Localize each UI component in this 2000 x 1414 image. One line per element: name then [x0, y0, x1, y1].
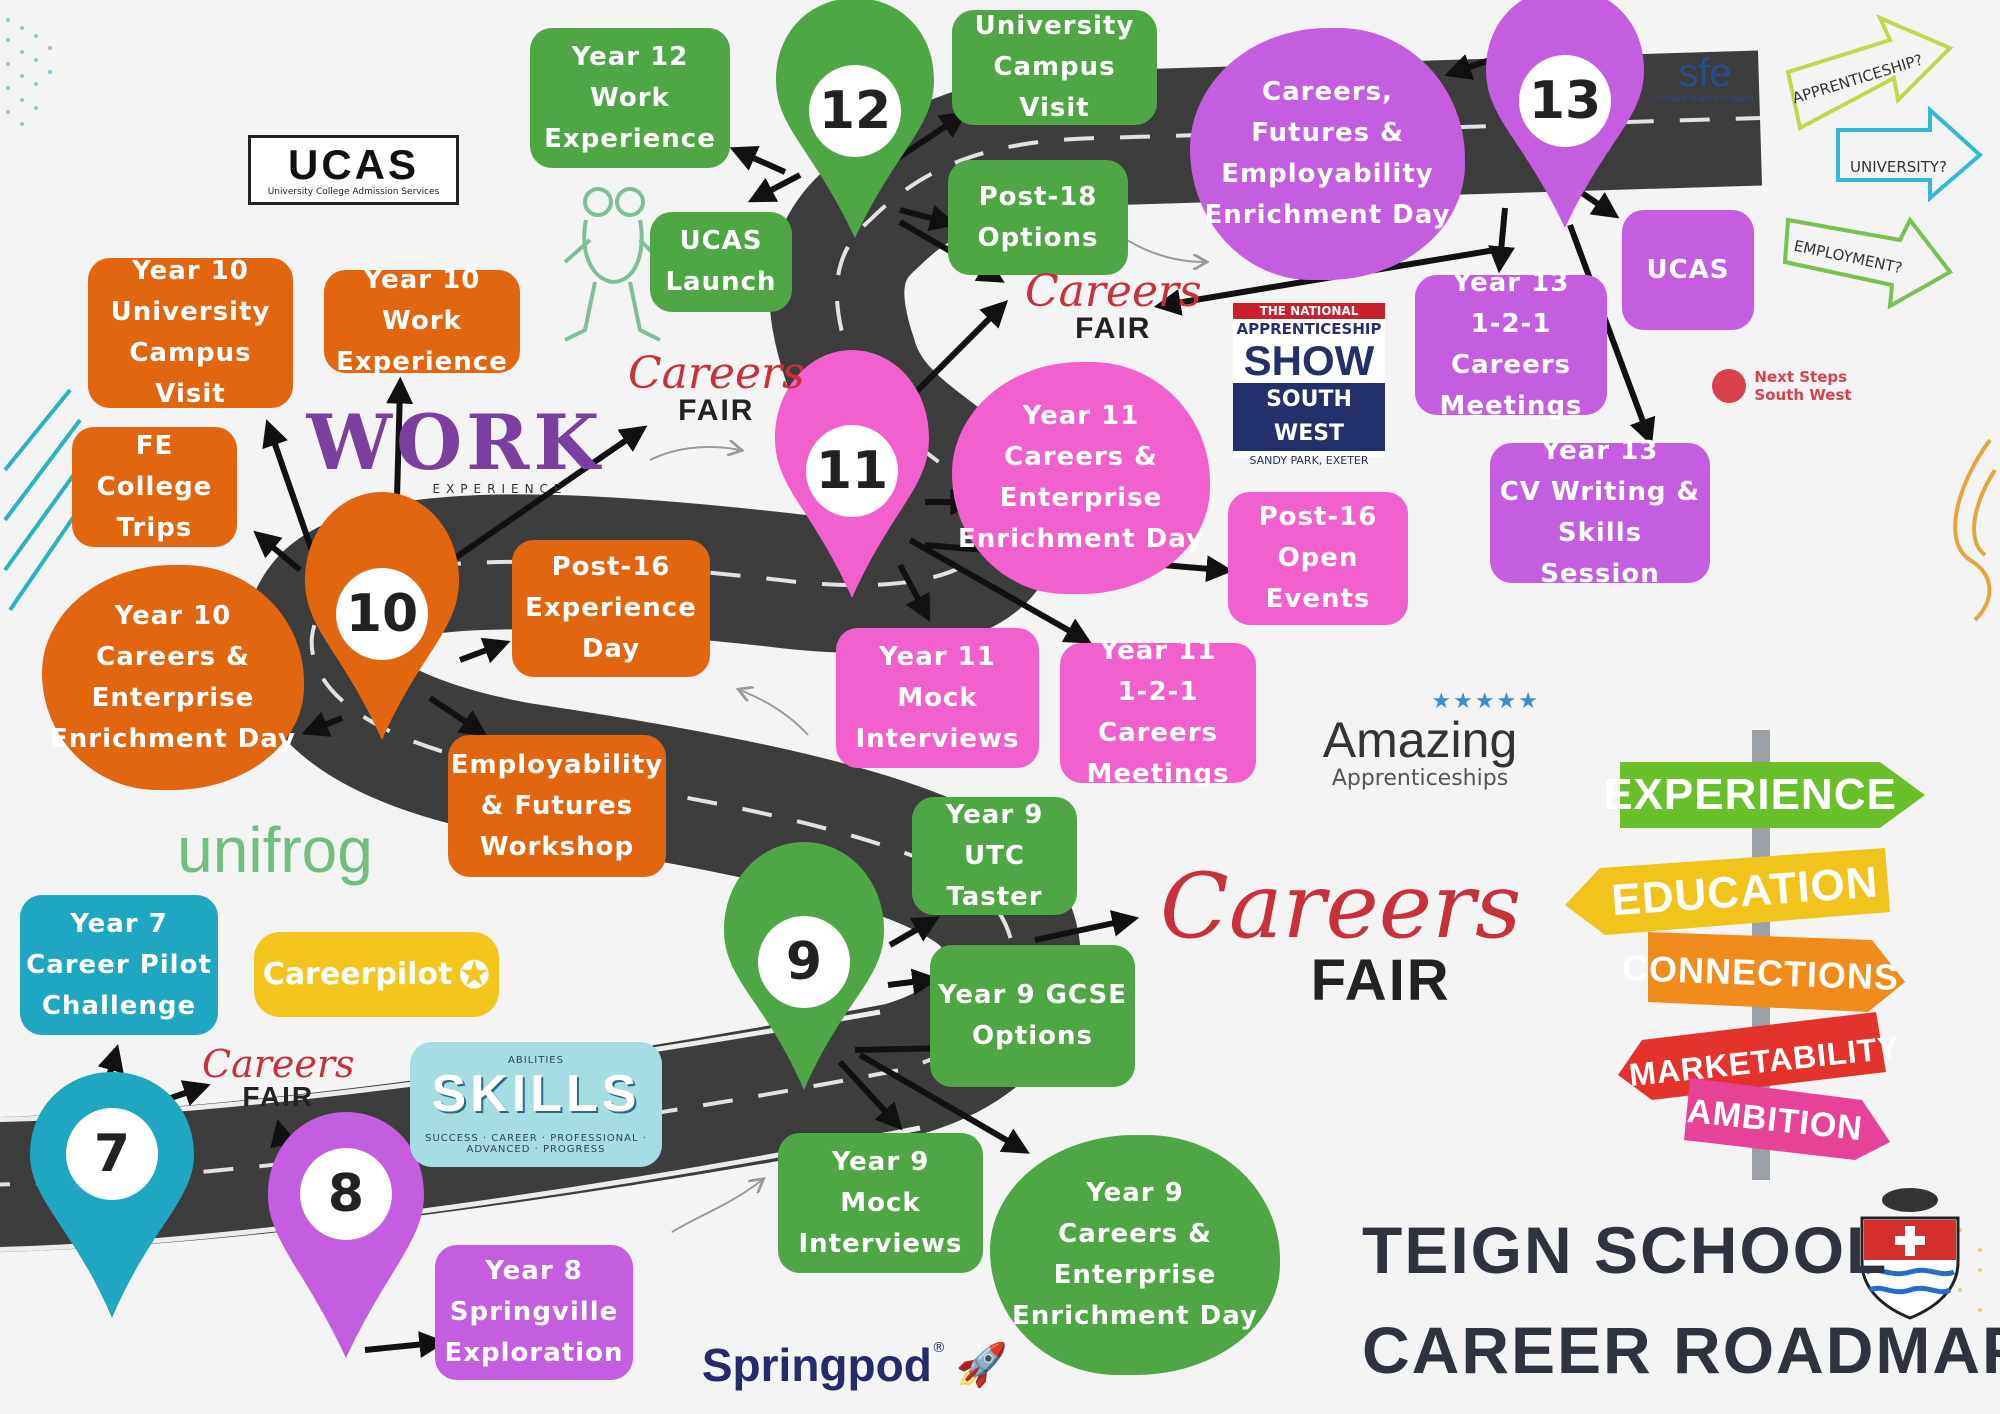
- year13-ucas-box[interactable]: UCAS: [1622, 210, 1754, 330]
- year9-gcse-options-box[interactable]: Year 9 GCSE Options: [930, 945, 1135, 1087]
- pin-year-7[interactable]: 7: [66, 1108, 158, 1200]
- next-steps-emblem-icon: [1712, 369, 1747, 403]
- year8-springville-box[interactable]: Year 8 Springville Exploration: [435, 1245, 633, 1380]
- year11-mock-interviews-box[interactable]: Year 11 Mock Interviews: [836, 628, 1039, 768]
- year7-career-pilot-box[interactable]: Year 7 Career Pilot Challenge: [20, 895, 218, 1035]
- year10-work-experience-box[interactable]: Year 10 Work Experience: [324, 265, 520, 377]
- school-crest-icon: [1860, 1188, 1960, 1320]
- dot-pattern-left: [6, 18, 52, 126]
- squiggle-right: [1953, 438, 1997, 622]
- springpod-logo: Springpod ® 🚀: [701, 1339, 1009, 1391]
- amazing-apprenticeships-logo: ★★★★★ Amazing Apprenticeships: [1322, 689, 1540, 791]
- year9-utc-taster-box[interactable]: Year 9 UTC Taster: [912, 797, 1077, 915]
- question-arrows: [1782, 14, 1984, 310]
- signpost-connections: CONNECTIONS: [1621, 947, 1900, 998]
- question-university: UNIVERSITY?: [1850, 158, 1948, 176]
- year10-post16-experience-box[interactable]: Post-16 Experience Day: [512, 540, 710, 677]
- national-apprenticeship-show-logo: THE NATIONAL APPRENTICESHIP SHOW SOUTH W…: [1233, 302, 1385, 467]
- student-finance-england-logo: sfe student finance england: [1656, 50, 1754, 103]
- rocket-icon: 🚀: [955, 1340, 1009, 1389]
- year12-university-visit-box[interactable]: University Campus Visit: [952, 10, 1157, 125]
- year12-work-experience-box[interactable]: Year 12 Work Experience: [530, 28, 730, 168]
- careers-fair-logo-year10: Careers FAIR: [628, 348, 805, 427]
- year10-enrichment-day-blob[interactable]: Year 10 Careers & Enterprise Enrichment …: [42, 565, 304, 790]
- careers-fair-logo-year9: Careers FAIR: [1160, 854, 1522, 1013]
- year10-university-visit-box[interactable]: Year 10 University Campus Visit: [88, 256, 293, 409]
- pin-year-13[interactable]: 13: [1519, 55, 1611, 147]
- next-steps-south-west-logo: Next Steps South West: [1702, 362, 1862, 410]
- year11-enrichment-day-blob[interactable]: Year 11 Careers & Enterprise Enrichment …: [952, 362, 1210, 594]
- pin-year-11[interactable]: 11: [806, 425, 898, 517]
- pin-year-9[interactable]: 9: [758, 916, 850, 1008]
- year12-post18-options-box[interactable]: Post-18 Options: [948, 160, 1128, 275]
- year11-post16-open-events-box[interactable]: Post-16 Open Events: [1228, 492, 1408, 625]
- title-line-2: CAREER ROADMAP: [1362, 1313, 2000, 1387]
- pin-year-8[interactable]: 8: [300, 1148, 392, 1240]
- skills-logo: ABILITIES SKILLS SUCCESS · CAREER · PROF…: [410, 1042, 662, 1167]
- careers-fair-logo-year12: Careers FAIR: [1025, 266, 1202, 345]
- award-icon: ✪: [458, 952, 491, 997]
- unifrog-logo: unifrog: [177, 814, 373, 886]
- year13-careers-meetings-box[interactable]: Year 13 1-2-1 Careers Meetings: [1415, 268, 1607, 421]
- year10-employability-workshop-box[interactable]: Employability & Futures Workshop: [448, 735, 666, 877]
- signpost-boards: [1565, 762, 1925, 1160]
- pin-year-10[interactable]: 10: [336, 568, 428, 660]
- signpost-experience: EXPERIENCE: [1603, 770, 1897, 819]
- careerpilot-logo: Careerpilot✪: [254, 932, 499, 1017]
- year12-ucas-launch-box[interactable]: UCAS Launch: [650, 212, 792, 312]
- work-experience-logo: WORK EXPERIENCE: [306, 398, 604, 497]
- year9-enrichment-day-blob[interactable]: Year 9 Careers & Enterprise Enrichment D…: [990, 1135, 1280, 1375]
- year11-careers-meetings-box[interactable]: Year 11 1-2-1 Careers Meetings: [1060, 636, 1256, 789]
- frog-mascot-icon: [563, 187, 664, 342]
- year9-mock-interviews-box[interactable]: Year 9 Mock Interviews: [778, 1133, 983, 1273]
- stars-icon: ★★★★★: [1431, 689, 1540, 714]
- title-line-1: TEIGN SCHOOL: [1362, 1213, 1889, 1287]
- year13-cv-session-box[interactable]: Year 13 CV Writing & Skills Session: [1490, 436, 1710, 589]
- squiggle-left: [3, 388, 94, 612]
- year13-enrichment-day-blob[interactable]: Careers, Futures & Employability Enrichm…: [1190, 28, 1465, 280]
- year10-fe-trips-box[interactable]: FE College Trips: [72, 427, 237, 547]
- careers-fair-logo-year7: Careers FAIR: [202, 1042, 355, 1112]
- ucas-logo: UCAS University College Admission Servic…: [248, 135, 459, 205]
- pin-year-12[interactable]: 12: [809, 65, 901, 157]
